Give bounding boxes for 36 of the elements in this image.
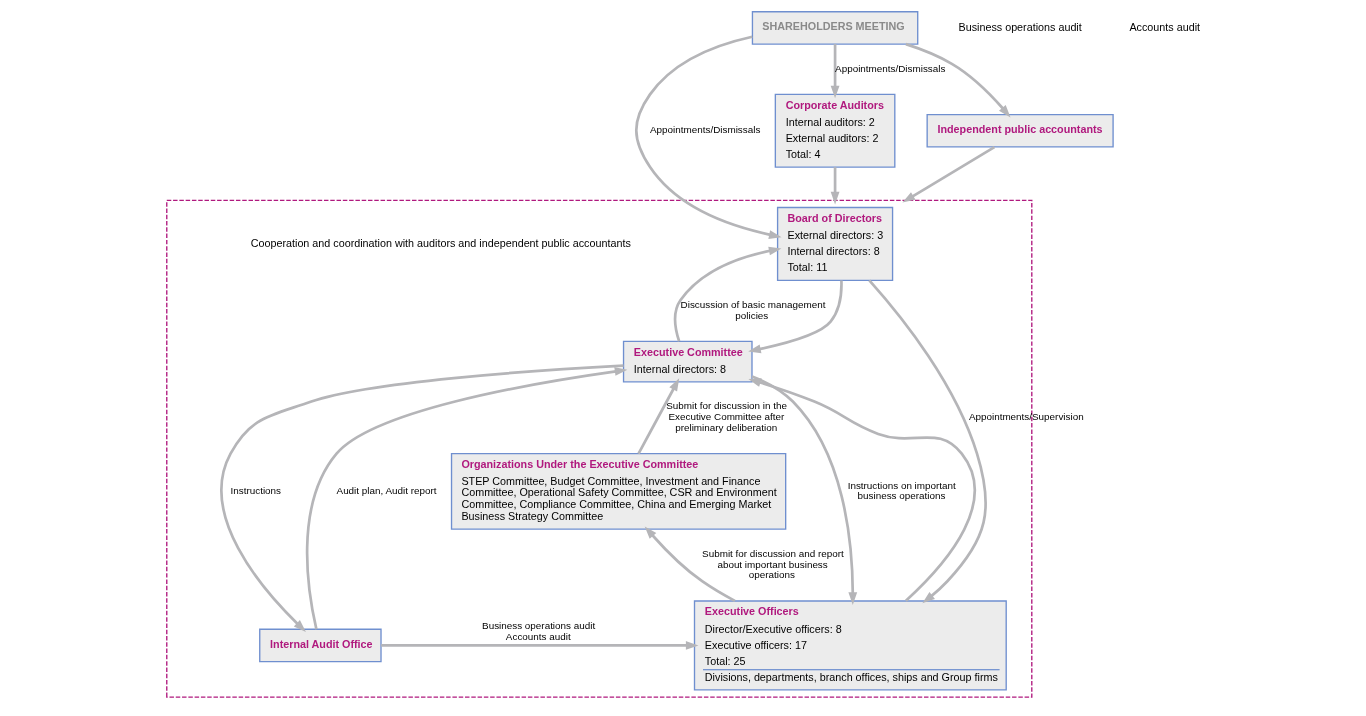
arrow [673,246,781,342]
edge-label: Appointments/Dismissals [834,62,945,74]
arrow [747,378,976,602]
label: Accounts audit [1128,20,1200,33]
node-box: Internal Audit Office [258,628,382,663]
edge-label: Submit for discussion and report about important business operations [701,547,844,581]
node-box: Executive Committee Internal directors: 8 [622,340,753,383]
arrow [644,526,736,603]
arrow [904,42,1011,118]
arrow [636,378,679,455]
edge-label: Discussion of basic management policies [680,298,825,321]
node-box: Executive Officers Director/Executive officers: 8 Executive officers: 17 Total: 25 Divisions, departments, branch offices, ships and Group firms [693,600,1007,691]
arrow [634,35,782,239]
label: Cooperation and coordination with auditors and independent public accountants [250,236,631,249]
edge-label: Business operations audit Accounts audit [481,620,595,642]
arrow [830,167,839,205]
arrow [380,641,698,650]
arrow [867,279,987,604]
edge-label: Submit for discussion in the Executive Committee after preliminary deliberation [665,400,787,434]
edge-label: Instructions [230,484,281,496]
label: Business operations audit [957,20,1082,33]
arrow [747,280,843,354]
arrow [751,375,857,605]
edge-label: Audit plan, Audit report [336,484,436,496]
node-box: Board of Directors External directors: 3 Internal directors: 8 Total: 11 [776,206,893,281]
arrow [830,44,839,99]
edge-label: Appointments/Supervision [968,411,1084,423]
edge-label: Instructions on important business operations [847,479,956,502]
arrow [305,367,627,630]
node-box: Corporate Auditors Internal auditors: 2 External auditors: 2 Total: 4 [774,93,895,168]
node-box: Independent public accountants [925,113,1114,148]
edge-label: Appointments/Dismissals [649,124,760,136]
node-box: Organizations Under the Executive Committee STEP Committee, Budget Committee, Investment and Finance Committee, Operational Safety Committee, CSR and Environment Committee, Compliance Committee, China and Emerging Market Business Strategy Committee [450,453,786,530]
arrow [901,145,995,203]
arrow [219,364,624,632]
node-box: SHAREHOLDERS MEETING [751,11,918,45]
